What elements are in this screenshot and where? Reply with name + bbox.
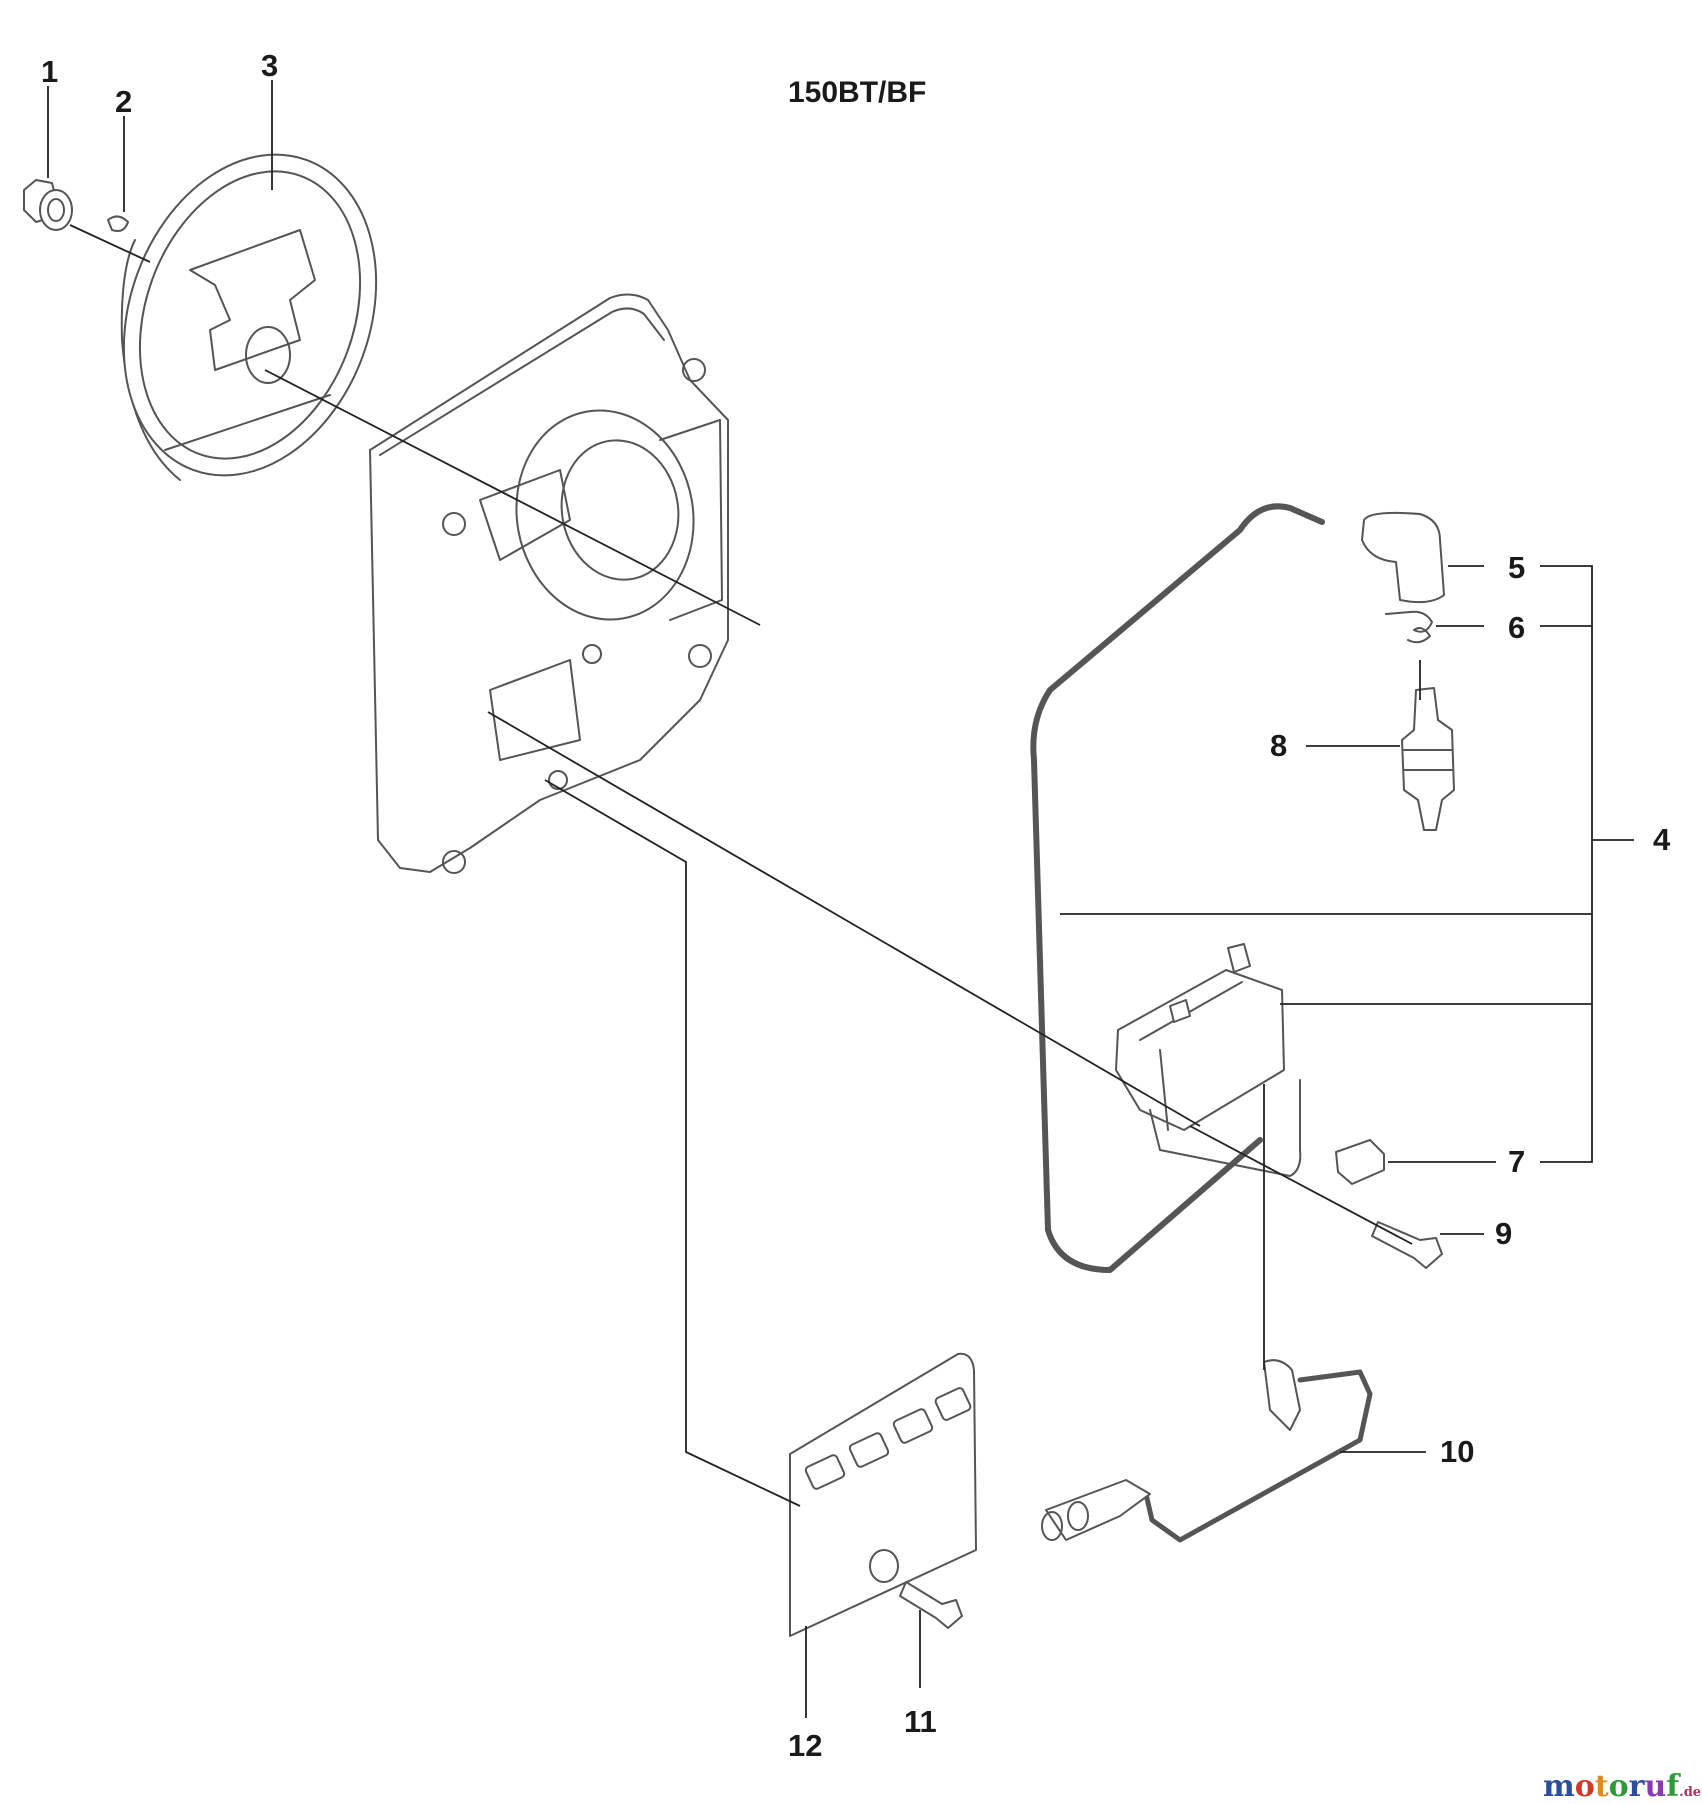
crankcase-part	[369, 293, 729, 874]
callout-7: 7	[1508, 1144, 1526, 1179]
screw-part	[1371, 1221, 1443, 1269]
callout-10: 10	[1440, 1434, 1475, 1469]
watermark-letter: f	[1666, 1769, 1680, 1804]
callout-1: 1	[41, 54, 59, 89]
callout-12: 12	[788, 1728, 823, 1763]
flywheel-part	[120, 153, 378, 481]
callout-11: 11	[904, 1704, 937, 1739]
watermark-letter: u	[1644, 1769, 1667, 1804]
plug-part	[1335, 1139, 1385, 1185]
spark-plug-part	[1401, 687, 1455, 831]
callout-8: 8	[1270, 728, 1288, 763]
callout-5: 5	[1508, 550, 1526, 585]
cable-part	[1041, 1359, 1373, 1543]
watermark-letter: r	[1628, 1769, 1645, 1804]
watermark-letter: t	[1594, 1769, 1609, 1804]
ignition-module-part	[1115, 943, 1302, 1177]
spark-plug-cap-part	[1361, 511, 1445, 604]
watermark-letter: m	[1543, 1769, 1575, 1804]
screw-part-11	[899, 1581, 963, 1629]
spring-part	[1385, 610, 1433, 644]
model-title: 150BT/BF	[788, 76, 927, 109]
watermark-letter: o	[1608, 1769, 1629, 1804]
callout-3: 3	[261, 48, 279, 83]
callout-6: 6	[1508, 610, 1526, 645]
nut-part	[23, 179, 73, 231]
watermark-letter: o	[1574, 1769, 1595, 1804]
callout-2: 2	[115, 84, 133, 119]
cover-part	[789, 1352, 977, 1637]
callout-4: 4	[1653, 822, 1671, 857]
callout-9: 9	[1495, 1216, 1513, 1251]
key-part	[107, 215, 129, 232]
watermark-logo: motoruf.de	[1543, 1772, 1701, 1802]
watermark-domain: .de	[1679, 1785, 1702, 1800]
